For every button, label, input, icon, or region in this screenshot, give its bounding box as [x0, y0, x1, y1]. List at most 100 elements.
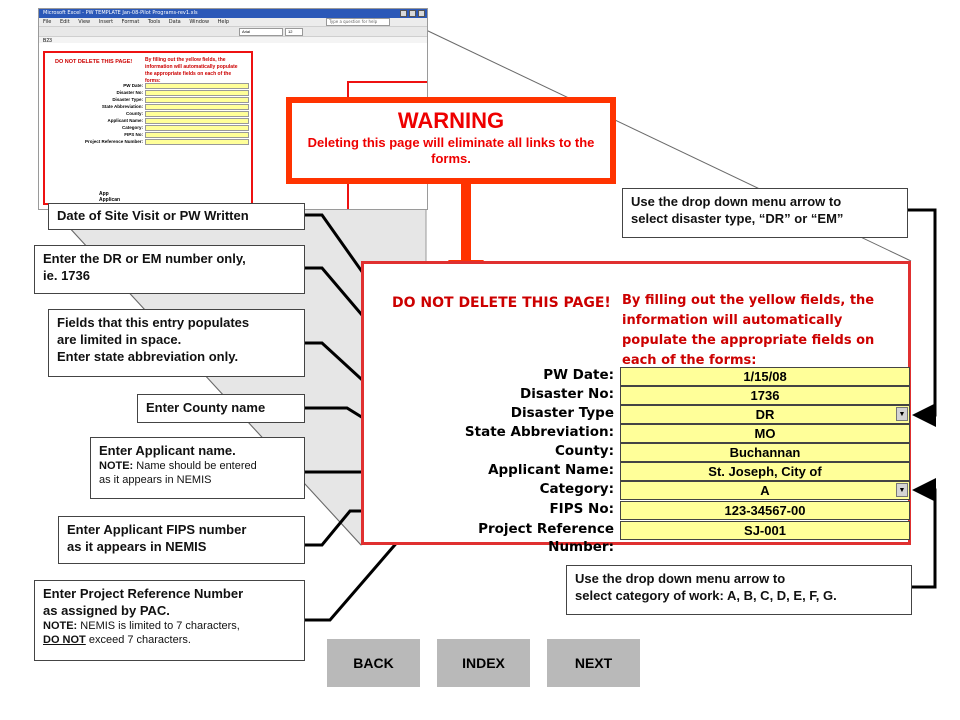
- menu-insert[interactable]: Insert: [98, 19, 114, 25]
- callout-text: Enter Project Reference Number: [43, 586, 244, 601]
- callout-county: Enter County name: [137, 394, 305, 423]
- excel-row-field[interactable]: [145, 125, 249, 131]
- field-label-pw-date: PW Date:: [543, 367, 614, 383]
- form-note: By filling out the yellow fields, the in…: [622, 293, 875, 368]
- menu-window[interactable]: Window: [189, 19, 210, 25]
- excel-row-label: Project Reference Number:: [84, 139, 143, 144]
- callout-text: Date of Site Visit or PW Written: [57, 208, 249, 223]
- field-label-category: Category:: [539, 481, 614, 497]
- callout-state: Fields that this entry populates are lim…: [48, 309, 305, 377]
- excel-row-label: Disaster Type:: [112, 97, 143, 102]
- excel-row-label: Applicant Name:: [107, 118, 143, 123]
- note-label: NOTE:: [43, 620, 78, 632]
- note-text: Name should be entered: [133, 460, 257, 472]
- field-pw-date[interactable]: 1/15/08: [620, 367, 910, 386]
- menu-edit[interactable]: Edit: [59, 19, 70, 25]
- font-size-select[interactable]: 12: [285, 28, 303, 36]
- excel-row-field[interactable]: [145, 132, 249, 138]
- excel-row-field[interactable]: [145, 97, 249, 103]
- warning-arrow-shaft: [461, 184, 471, 264]
- next-button[interactable]: NEXT: [547, 639, 640, 687]
- field-label-state: State Abbreviation:: [464, 424, 614, 440]
- excel-stub-line: Applican: [99, 197, 121, 203]
- callout-text: Enter County name: [146, 400, 266, 415]
- warning-box: WARNING Deleting this page will eliminat…: [286, 97, 616, 184]
- callout-text: Enter the DR or EM number only,: [43, 251, 246, 266]
- menu-help[interactable]: Help: [217, 19, 230, 25]
- excel-stub-labels: App Applican: [99, 191, 120, 203]
- note-emphasis: DO NOT: [43, 634, 86, 646]
- callout-note: NOTE: Name should be entered: [99, 459, 296, 473]
- menu-file[interactable]: File: [43, 19, 52, 25]
- maximize-icon[interactable]: [409, 10, 416, 17]
- field-fips[interactable]: 123-34567-00: [620, 501, 910, 520]
- excel-row-field[interactable]: [145, 139, 249, 145]
- cell-reference-box[interactable]: B23: [43, 38, 52, 44]
- excel-formula-bar: B23: [39, 36, 427, 45]
- field-disaster-no[interactable]: 1736: [620, 386, 910, 405]
- connector-prn: [304, 520, 442, 622]
- field-state[interactable]: MO: [620, 424, 910, 443]
- connector-category: [911, 478, 937, 589]
- index-button[interactable]: INDEX: [437, 639, 530, 687]
- excel-row-label: Disaster No:: [116, 90, 143, 95]
- field-label-county: County:: [554, 443, 614, 459]
- menu-data[interactable]: Data: [168, 19, 181, 25]
- field-value: SJ-001: [744, 523, 786, 538]
- excel-menu-bar: File Edit View Insert Format Tools Data …: [39, 18, 427, 26]
- callout-text: Use the drop down menu arrow to: [575, 571, 786, 586]
- field-value: 1736: [750, 388, 780, 403]
- callout-text: Use the drop down menu arrow to: [631, 194, 842, 209]
- callout-note: as it appears in NEMIS: [99, 474, 212, 486]
- close-icon[interactable]: [418, 10, 425, 17]
- excel-row-field[interactable]: [145, 83, 249, 89]
- field-applicant[interactable]: St. Joseph, City of: [620, 462, 910, 481]
- field-project-ref[interactable]: SJ-001: [620, 521, 910, 540]
- excel-stub-line: App: [99, 191, 109, 197]
- excel-row-label: State Abbreviation:: [101, 104, 143, 109]
- font-name-select[interactable]: Arial: [239, 28, 283, 36]
- field-category[interactable]: A▼: [620, 481, 910, 500]
- note-label: NOTE:: [99, 460, 134, 472]
- excel-title-bar: Microsoft Excel - PW TEMPLATE Jan-08-Pil…: [39, 9, 427, 18]
- dropdown-arrow-icon[interactable]: ▼: [896, 407, 908, 421]
- warning-title: WARNING: [397, 108, 505, 133]
- minimize-icon[interactable]: [400, 10, 407, 17]
- back-button[interactable]: BACK: [327, 639, 420, 687]
- field-label-disaster-type: Disaster Type: [510, 405, 614, 421]
- field-county[interactable]: Buchannan: [620, 443, 910, 462]
- callout-date: Date of Site Visit or PW Written: [48, 203, 305, 230]
- callout-disaster-no: Enter the DR or EM number only, ie. 1736: [34, 245, 305, 294]
- field-value: St. Joseph, City of: [708, 464, 822, 479]
- warning-body: Deleting this page will eliminate all li…: [307, 135, 595, 166]
- dropdown-arrow-icon[interactable]: ▼: [896, 483, 908, 497]
- menu-format[interactable]: Format: [121, 19, 140, 25]
- field-value: A: [760, 483, 770, 498]
- note-text: NEMIS is limited to 7 characters,: [77, 620, 240, 632]
- excel-sheet-note: By filling out the yellow fields, the in…: [145, 57, 238, 84]
- note-text: exceed 7 characters.: [85, 634, 191, 646]
- menu-tools[interactable]: Tools: [147, 19, 161, 25]
- excel-thumbnail: Microsoft Excel - PW TEMPLATE Jan-08-Pil…: [38, 8, 428, 210]
- callout-text: as it appears in NEMIS: [67, 539, 207, 554]
- excel-row-field[interactable]: [145, 90, 249, 96]
- callout-note: DO NOT exceed 7 characters.: [43, 633, 296, 647]
- help-search-input[interactable]: Type a question for help: [326, 18, 390, 26]
- connector-disaster-type: [908, 208, 937, 427]
- excel-row-field[interactable]: [145, 104, 249, 110]
- callout-note: NOTE: NEMIS is limited to 7 characters,: [43, 619, 296, 633]
- excel-row-label: County:: [126, 111, 143, 116]
- field-disaster-type[interactable]: DR▼: [620, 405, 910, 424]
- field-label-applicant: Applicant Name:: [488, 462, 614, 478]
- field-value: MO: [754, 426, 776, 441]
- menu-view[interactable]: View: [78, 19, 91, 25]
- excel-row-field[interactable]: [145, 111, 249, 117]
- callout-text: Enter Applicant name.: [99, 443, 236, 458]
- excel-row-label: PW Date:: [123, 83, 143, 88]
- excel-sheet: DO NOT DELETE THIS PAGE! By filling out …: [39, 43, 427, 209]
- excel-row-field[interactable]: [145, 118, 249, 124]
- callout-text: ie. 1736: [43, 268, 90, 283]
- excel-row-label: Category:: [121, 125, 143, 130]
- field-label-disaster-no: Disaster No:: [520, 386, 614, 402]
- excel-sheet-heading: DO NOT DELETE THIS PAGE!: [55, 59, 133, 65]
